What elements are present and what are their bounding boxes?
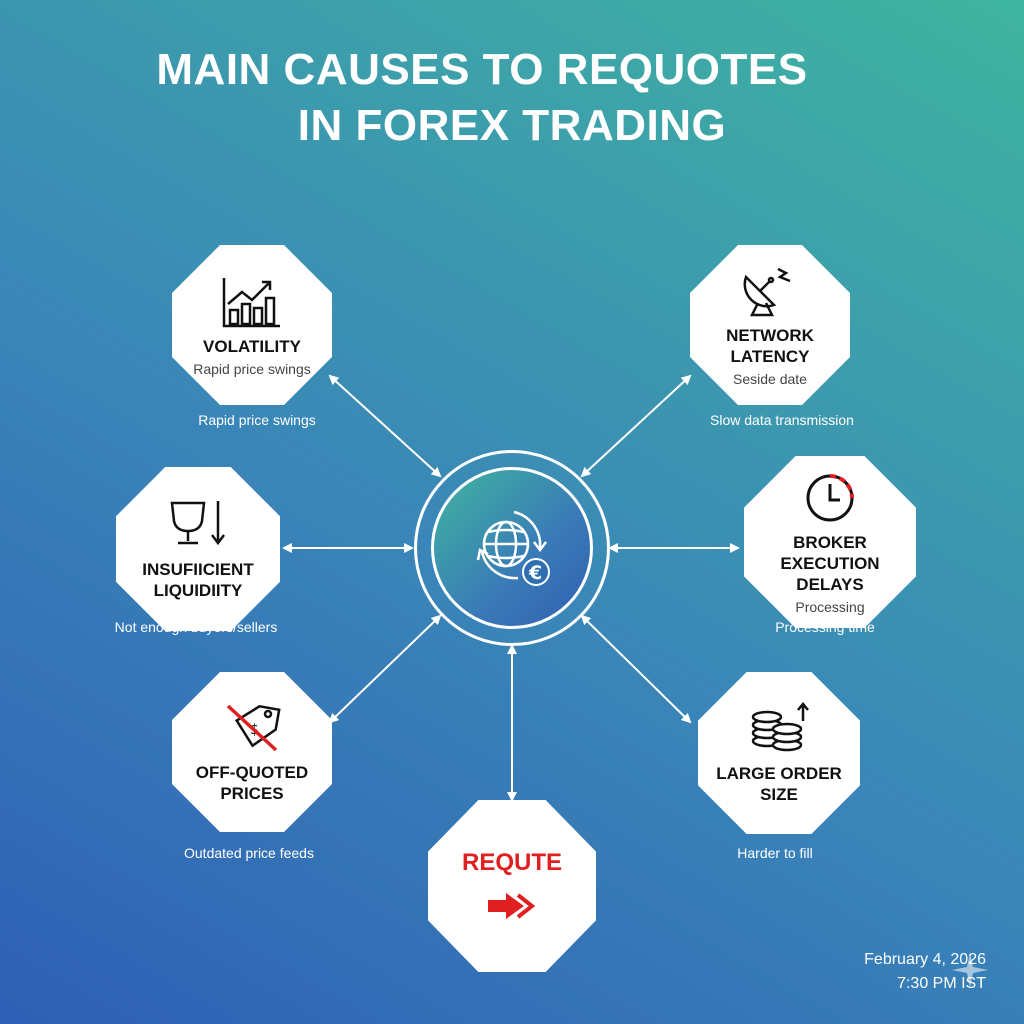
cause-description: Processing time [775, 619, 875, 635]
arrow-network-latency [580, 374, 692, 478]
coin-stacks-icon [751, 702, 809, 752]
cause-name: OFF-QUOTED PRICES [195, 763, 309, 803]
bar-chart-trend-icon [222, 277, 280, 327]
globe-euro-icon: € [476, 510, 550, 586]
cause-name: LARGE ORDER SIZE [716, 764, 842, 804]
svg-text:€: € [528, 562, 542, 584]
crossed-price-tag-icon: $ [226, 704, 281, 752]
cause-off-quoted-prices: $ OFF-QUOTED PRICES [172, 672, 332, 832]
result-requote: REQUTE [428, 800, 596, 972]
cause-name: BROKER EXECUTION DELAYS [780, 532, 880, 594]
arrow-large-order [580, 614, 692, 724]
page-title: MAIN CAUSES TO REQUOTES IN FOREX TRADING [0, 42, 1024, 154]
timestamp-date: February 4, 2026 [864, 951, 986, 968]
arrow-volatility [328, 374, 442, 478]
cause-name: NETWORK LATENCY [726, 326, 814, 366]
title-line-1: MAIN CAUSES TO REQUOTES [156, 45, 808, 94]
cause-large-order-size: LARGE ORDER SIZE [698, 672, 860, 834]
result-name: REQUTE [461, 848, 562, 876]
cause-name: INSUFIICIENT LIQUIDIITY [142, 560, 254, 600]
central-hub: € [414, 450, 610, 646]
title-line-2: IN FOREX TRADING [297, 101, 727, 150]
cause-description: Slow data transmission [710, 412, 854, 428]
cause-name: VOLATILITY [203, 336, 301, 356]
empty-cup-down-arrow-icon [170, 501, 225, 546]
hub-inner-circle: € [431, 467, 593, 629]
timestamp: February 4, 2026 7:30 PM IST [864, 948, 986, 996]
cause-sublabel: Rapid price swings [193, 360, 311, 377]
cause-volatility: VOLATILITY Rapid price swings [172, 245, 332, 405]
cause-sublabel: Seside date [733, 371, 807, 387]
clock-icon [806, 473, 854, 521]
cause-description: Not enough buyers/sellers [114, 619, 278, 635]
sparkle-icon [952, 952, 988, 988]
cause-description: Rapid price swings [198, 412, 316, 428]
red-arrow-icon [488, 892, 536, 919]
cause-network-latency: NETWORK LATENCY Seside date [690, 245, 850, 405]
timestamp-time: 7:30 PM IST [897, 975, 986, 992]
cause-description: Outdated price feeds [184, 845, 314, 861]
arrow-off-quoted [328, 614, 442, 724]
cause-description: Harder to fill [737, 845, 813, 861]
cause-sublabel: Processing [795, 598, 865, 615]
cause-broker-execution-delays: BROKER EXECUTION DELAYS Processing [744, 456, 916, 628]
cause-insufficient-liquidity: INSUFIICIENT LIQUIDIITY [116, 467, 280, 631]
satellite-dish-icon [743, 267, 791, 317]
